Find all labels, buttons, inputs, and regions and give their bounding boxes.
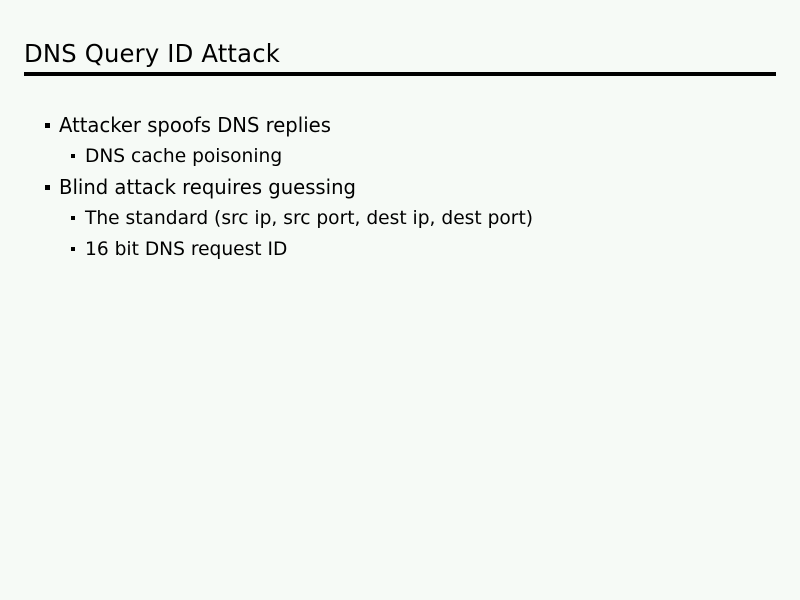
list-item: Blind attack requires guessing xyxy=(0,174,800,205)
page-title: DNS Query ID Attack xyxy=(24,39,280,68)
square-bullet-icon xyxy=(71,247,75,251)
list-item-label: 16 bit DNS request ID xyxy=(85,238,288,260)
list-item: 16 bit DNS request ID xyxy=(0,236,800,267)
list-item-label: Attacker spoofs DNS replies xyxy=(59,113,331,137)
square-bullet-icon xyxy=(45,185,50,190)
list-item: Attacker spoofs DNS replies xyxy=(0,112,800,143)
list-item-label: The standard (src ip, src port, dest ip,… xyxy=(85,207,534,229)
square-bullet-icon xyxy=(71,216,75,220)
list-item: The standard (src ip, src port, dest ip,… xyxy=(0,205,800,236)
square-bullet-icon xyxy=(71,154,75,158)
bullet-list: Attacker spoofs DNS replies DNS cache po… xyxy=(0,112,800,267)
list-item-label: Blind attack requires guessing xyxy=(59,175,356,199)
square-bullet-icon xyxy=(45,123,50,128)
list-item: DNS cache poisoning xyxy=(0,143,800,174)
title-underline-rule xyxy=(24,72,776,76)
list-item-label: DNS cache poisoning xyxy=(85,145,283,167)
